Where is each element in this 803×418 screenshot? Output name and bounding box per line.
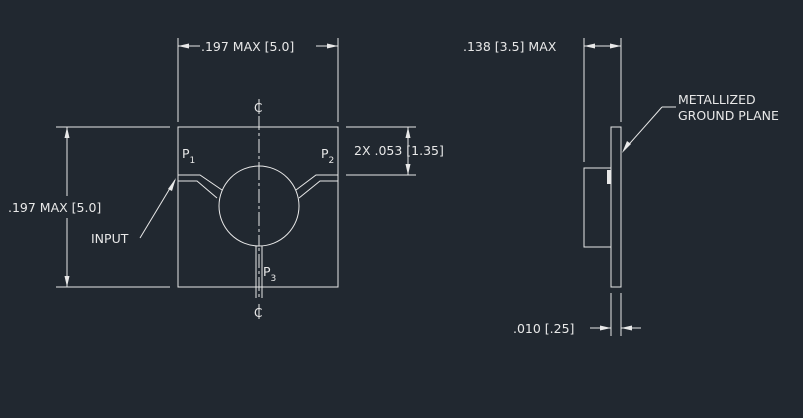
port1-trace-upper (178, 174, 223, 191)
left-height-label: .197 MAX [5.0] (8, 200, 101, 215)
port1-trace-lower (178, 180, 218, 199)
port2-trace-lower (298, 180, 338, 199)
ground-plane-label-2: GROUND PLANE (678, 108, 779, 123)
side-view: .138 [3.5] MAX .010 [.25] METALLIZED GRO… (463, 38, 779, 336)
substrate-side-outline (610, 126, 622, 288)
ground-plane-callout: METALLIZED GROUND PLANE (622, 92, 779, 153)
input-callout: INPUT (91, 178, 176, 246)
port-offset-label: 2X .053 [1.35] (354, 143, 444, 158)
port1-label: P1 (182, 146, 195, 166)
bottom-thickness-label: .010 [.25] (513, 321, 574, 336)
substrate-outline (177, 126, 339, 288)
top-width-label: .197 MAX [5.0] (201, 39, 294, 54)
side-thickness-dimension: .138 [3.5] MAX (463, 38, 622, 162)
front-view: C C P1 P2 P3 .197 MAX [5.0] (8, 38, 444, 320)
centerline-symbol-bottom: C (254, 304, 262, 320)
port2-label: P2 (321, 146, 334, 166)
centerline-letter-top: C (254, 101, 262, 115)
magnet-side-outline (583, 167, 612, 248)
centerline-letter-bottom: C (254, 306, 262, 320)
bottom-thickness-dimension: .010 [.25] (513, 293, 641, 336)
port3-label: P3 (263, 264, 276, 284)
port2-trace-upper (295, 174, 338, 191)
side-thickness-label: .138 [3.5] MAX (463, 39, 557, 54)
port-offset-dimension: 2X .053 [1.35] (346, 126, 444, 176)
bond-detail (607, 170, 611, 184)
left-height-dimension: .197 MAX [5.0] (8, 126, 170, 288)
input-label: INPUT (91, 231, 129, 246)
ground-plane-label-1: METALLIZED (678, 92, 756, 107)
centerline-symbol-top: C (254, 99, 262, 115)
top-width-dimension: .197 MAX [5.0] (177, 38, 339, 122)
